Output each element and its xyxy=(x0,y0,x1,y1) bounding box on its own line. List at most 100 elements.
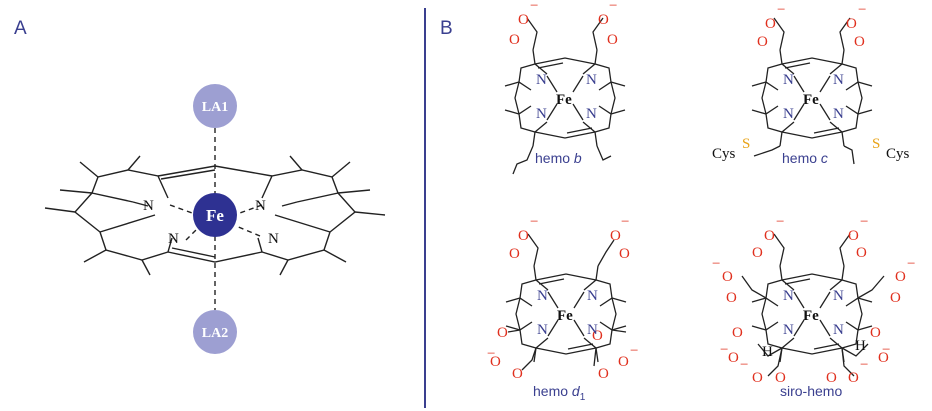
svg-text:O: O xyxy=(878,350,889,366)
hemo-c-n2: N xyxy=(833,72,844,88)
hemo-d1-oxygens: O − O O − O O O − O O O − O xyxy=(487,214,638,382)
siro-hemo-oxygens: O − O O − O O − O O − O O − O O − O O − … xyxy=(712,214,915,386)
svg-text:O: O xyxy=(518,12,529,28)
svg-text:O: O xyxy=(592,328,603,344)
hemo-b-n3: N xyxy=(536,106,547,122)
hemo-d1-fe: Fe xyxy=(557,308,573,324)
siro-hemo-structure xyxy=(741,233,885,377)
svg-text:O: O xyxy=(826,370,837,386)
hemo-c-s-right: S xyxy=(872,136,880,152)
svg-text:O: O xyxy=(490,354,501,370)
svg-text:O: O xyxy=(728,350,739,366)
n-atom-a4: N xyxy=(268,231,279,247)
svg-text:O: O xyxy=(518,228,529,244)
svg-text:−: − xyxy=(776,214,784,230)
ligand-top-label: LA1 xyxy=(202,100,228,115)
hemo-c-label: hemo c xyxy=(782,150,828,166)
svg-text:−: − xyxy=(621,214,629,230)
siro-hemo-label: siro-hemo xyxy=(780,383,842,399)
fe-label-a: Fe xyxy=(206,206,224,225)
svg-text:−: − xyxy=(530,0,538,14)
n-atom-a2: N xyxy=(255,198,266,214)
svg-text:O: O xyxy=(618,354,629,370)
svg-text:O: O xyxy=(610,228,621,244)
hemo-b-carboxyl-left: O − O xyxy=(509,0,538,48)
siro-hemo-n4: N xyxy=(833,322,844,338)
hemo-c-carboxyl-right: O − O xyxy=(846,2,866,50)
hemo-c-n3: N xyxy=(783,106,794,122)
svg-text:O: O xyxy=(854,34,865,50)
svg-text:O: O xyxy=(497,325,508,341)
hemo-c-carboxyl-left: O − O xyxy=(757,2,785,50)
svg-text:O: O xyxy=(607,32,618,48)
svg-text:O: O xyxy=(752,370,763,386)
svg-text:O: O xyxy=(870,325,881,341)
svg-text:−: − xyxy=(907,256,915,272)
svg-text:−: − xyxy=(712,256,720,272)
hemo-c-structure xyxy=(751,17,873,165)
hemo-d1-n3: N xyxy=(537,322,548,338)
hemo-b-fe: Fe xyxy=(556,92,572,108)
svg-text:O: O xyxy=(722,269,733,285)
svg-text:O: O xyxy=(775,370,786,386)
panel-a-letter: A xyxy=(14,18,27,39)
svg-text:−: − xyxy=(609,0,617,14)
hemo-d1-n4: N xyxy=(587,322,598,338)
svg-text:−: − xyxy=(740,357,748,373)
hemo-d1-structure xyxy=(505,233,627,371)
ligand-top-disk xyxy=(193,84,237,128)
hemo-c-s-left: S xyxy=(742,136,750,152)
fe-center-disk xyxy=(193,193,237,237)
hemo-c-n4: N xyxy=(833,106,844,122)
hemo-c-cys-left: Cys xyxy=(712,146,736,162)
svg-text:O: O xyxy=(512,366,523,382)
siro-hemo-h-left: H xyxy=(762,344,773,360)
svg-text:O: O xyxy=(752,245,763,261)
panel-a-porphyrin xyxy=(44,128,386,310)
svg-text:O: O xyxy=(732,325,743,341)
n-atom-a3: N xyxy=(168,231,179,247)
hemo-b-label: hemo b xyxy=(535,150,582,166)
hemo-b-n4: N xyxy=(586,106,597,122)
svg-text:−: − xyxy=(530,214,538,230)
hemo-b-n2: N xyxy=(586,72,597,88)
svg-text:−: − xyxy=(882,342,890,358)
svg-text:O: O xyxy=(765,16,776,32)
n-atom-a1: N xyxy=(143,198,154,214)
svg-text:−: − xyxy=(858,2,866,18)
hemo-d1-n2: N xyxy=(587,288,598,304)
svg-text:O: O xyxy=(509,246,520,262)
svg-text:−: − xyxy=(860,357,868,373)
svg-text:O: O xyxy=(764,228,775,244)
svg-text:−: − xyxy=(720,342,728,358)
hemo-d1-label: hemo d1 xyxy=(533,383,586,403)
siro-hemo-n3: N xyxy=(783,322,794,338)
svg-text:O: O xyxy=(890,290,901,306)
svg-text:O: O xyxy=(757,34,768,50)
hemo-c-fe: Fe xyxy=(803,92,819,108)
svg-text:−: − xyxy=(777,2,785,18)
svg-text:O: O xyxy=(848,228,859,244)
svg-text:O: O xyxy=(598,12,609,28)
svg-text:O: O xyxy=(619,246,630,262)
siro-hemo-n1: N xyxy=(783,288,794,304)
hemo-d1-n1: N xyxy=(537,288,548,304)
svg-text:−: − xyxy=(487,346,495,362)
siro-hemo-fe: Fe xyxy=(803,308,819,324)
siro-hemo-n2: N xyxy=(833,288,844,304)
svg-text:O: O xyxy=(848,370,859,386)
hemo-c-n1: N xyxy=(783,72,794,88)
svg-text:O: O xyxy=(509,32,520,48)
hemo-b-carboxyl-right: O − O xyxy=(598,0,618,48)
ligand-bottom-label: LA2 xyxy=(202,326,228,341)
panel-divider xyxy=(424,8,426,408)
svg-text:O: O xyxy=(846,16,857,32)
svg-text:−: − xyxy=(630,343,638,359)
panel-b-letter: B xyxy=(440,18,453,39)
hemo-b-structure xyxy=(504,17,626,175)
svg-text:O: O xyxy=(856,245,867,261)
svg-text:O: O xyxy=(598,366,609,382)
svg-text:O: O xyxy=(726,290,737,306)
svg-text:−: − xyxy=(860,214,868,230)
